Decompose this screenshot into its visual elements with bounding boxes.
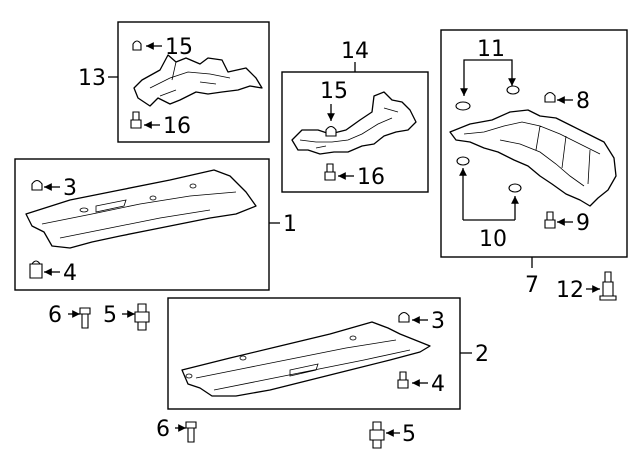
clip-10-icon: [456, 156, 470, 166]
group-1-frame: [14, 158, 270, 291]
under-cover-1-part[interactable]: [25, 169, 257, 249]
callout-9: 9: [576, 211, 590, 236]
fastener-16-icon: [324, 163, 336, 181]
callout-16b: 16: [357, 165, 385, 190]
group-13-frame: [117, 21, 270, 143]
group-14: 14 15 16: [281, 39, 429, 193]
callout-13: 13: [78, 66, 106, 91]
callout-6b: 6: [156, 417, 170, 442]
callout-10: 10: [479, 227, 507, 252]
callout-7: 7: [525, 273, 539, 298]
clip-10-icon: [508, 183, 522, 193]
bracket-13-part[interactable]: [133, 54, 263, 107]
callout-2: 2: [475, 342, 489, 367]
fastener-5-icon: [369, 421, 385, 449]
under-cover-2-part[interactable]: [181, 321, 431, 397]
clip-11-icon: [506, 85, 520, 95]
under-cover-2-detail: [185, 335, 411, 391]
callout-11: 11: [477, 37, 505, 62]
callout-15b: 15: [320, 79, 348, 104]
callout-3b: 3: [431, 309, 445, 334]
group-7-frame: [440, 29, 628, 258]
callout-14: 14: [341, 39, 369, 64]
fastener-9-icon: [544, 211, 556, 229]
under-cover-1-detail: [41, 183, 237, 239]
fastener-4-icon: [397, 371, 409, 389]
callout-4b: 4: [431, 372, 445, 397]
clip-11-icon: [455, 101, 471, 111]
group-7: 11 8 10 9 7: [440, 29, 628, 298]
callout-3a: 3: [63, 176, 77, 201]
group-1: 3 4 1: [14, 158, 297, 291]
group-2: 3 4 2: [167, 297, 489, 410]
fastener-3-icon: [31, 179, 43, 191]
callout-6a: 6: [48, 303, 62, 328]
fastener-6-icon: [79, 307, 91, 329]
fastener-4-icon: [29, 260, 43, 279]
fastener-12-icon: [599, 271, 617, 301]
group-13: 15 16 13: [78, 21, 270, 143]
bracket-14-detail: [299, 107, 399, 149]
callout-8: 8: [576, 89, 590, 114]
callout-16a: 16: [163, 114, 191, 139]
fastener-8-icon: [544, 91, 556, 103]
fastener-6-icon: [185, 421, 197, 443]
callout-12: 12: [556, 278, 584, 303]
fastener-15-icon: [325, 125, 337, 137]
tank-cover-part[interactable]: [449, 109, 617, 207]
fastener-3-icon: [398, 311, 410, 323]
callout-5b: 5: [402, 422, 416, 447]
callout-4a: 4: [63, 261, 77, 286]
fastener-5-icon: [134, 303, 150, 331]
bracket-14-part[interactable]: [291, 91, 417, 155]
fastener-15-icon: [132, 40, 142, 51]
fastener-16-icon: [130, 111, 142, 129]
callout-5a: 5: [103, 303, 117, 328]
bracket-13-detail: [149, 61, 231, 97]
callout-1: 1: [283, 212, 297, 237]
tank-cover-detail: [463, 121, 601, 187]
callout-15a: 15: [165, 35, 193, 60]
